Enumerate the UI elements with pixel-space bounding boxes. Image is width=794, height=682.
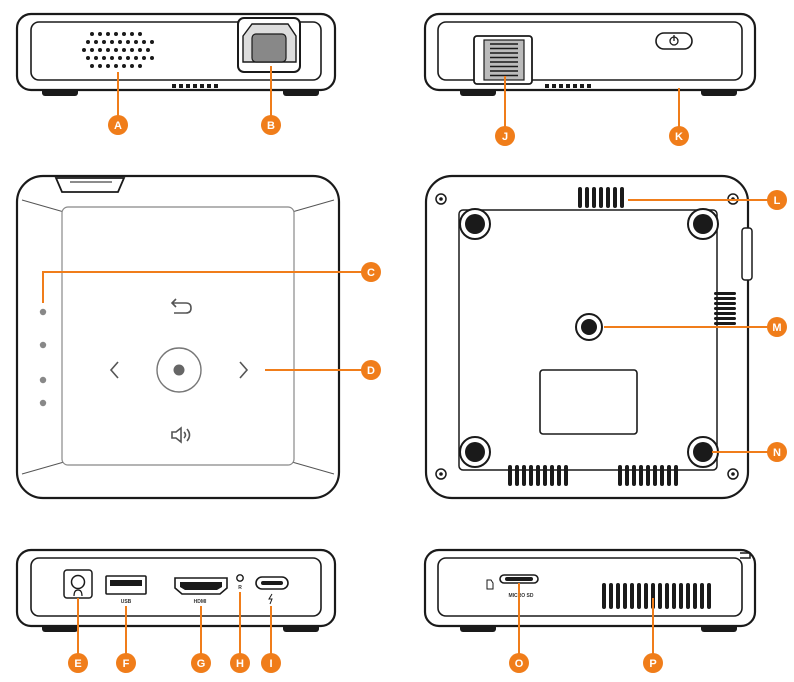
label-plate — [539, 369, 638, 435]
side-vent — [602, 583, 711, 609]
sd-side-view: MICRO SD — [423, 548, 757, 632]
back-icon[interactable] — [170, 298, 192, 314]
callout-g: G — [191, 653, 211, 673]
hdmi-port[interactable]: HDMI — [174, 577, 228, 605]
left-arrow-icon[interactable] — [109, 361, 119, 379]
reset-button[interactable]: R — [236, 574, 244, 591]
bottom-vent — [545, 84, 591, 88]
callout-b: B — [261, 115, 281, 135]
headphone-jack[interactable] — [63, 569, 93, 599]
power-button[interactable] — [655, 32, 693, 50]
bottom-view — [424, 174, 753, 500]
microsd-label: MICRO SD — [509, 593, 534, 599]
callout-c: C — [361, 262, 381, 282]
callout-n: N — [767, 442, 787, 462]
bottom-vent — [172, 84, 218, 88]
svg-text:F: F — [123, 658, 130, 670]
callout-p: P — [643, 653, 663, 673]
callout-i: I — [261, 653, 281, 673]
svg-text:H: H — [236, 658, 244, 670]
callout-m: M — [767, 317, 787, 337]
top-view — [15, 174, 341, 500]
usb-port[interactable]: USB — [105, 575, 147, 605]
tripod-mount — [575, 313, 603, 341]
hdmi-label: HDMI — [194, 599, 207, 605]
callout-l: L — [767, 190, 787, 210]
svg-text:O: O — [515, 658, 524, 670]
callout-j: J — [495, 126, 515, 146]
ok-dot-icon — [173, 364, 185, 376]
reset-label: R — [238, 585, 242, 591]
usb-c-port[interactable] — [255, 576, 289, 605]
svg-text:D: D — [367, 365, 375, 377]
sd-card-icon — [486, 579, 494, 590]
svg-text:C: C — [367, 267, 375, 279]
svg-text:L: L — [774, 195, 781, 207]
svg-text:M: M — [772, 322, 781, 334]
front-view — [15, 12, 337, 96]
usb-label: USB — [121, 599, 132, 605]
lens-housing — [237, 17, 301, 73]
callout-d: D — [361, 360, 381, 380]
callout-e: E — [68, 653, 88, 673]
callout-h: H — [230, 653, 250, 673]
callout-a: A — [108, 115, 128, 135]
svg-text:J: J — [502, 131, 508, 143]
svg-text:G: G — [197, 658, 206, 670]
back-view — [423, 12, 757, 96]
focus-wheel[interactable] — [473, 35, 533, 85]
callout-o: O — [509, 653, 529, 673]
callout-k: K — [669, 126, 689, 146]
svg-text:B: B — [267, 120, 275, 132]
callout-f: F — [116, 653, 136, 673]
microsd-slot[interactable]: MICRO SD — [486, 574, 539, 599]
touch-panel[interactable] — [109, 298, 249, 444]
volume-icon[interactable] — [171, 426, 191, 444]
speaker-grille — [82, 32, 154, 68]
right-arrow-icon[interactable] — [239, 361, 249, 379]
callouts: A B J K C D L M N E F G H — [42, 66, 787, 673]
svg-text:P: P — [649, 658, 656, 670]
svg-text:A: A — [114, 120, 122, 132]
indicator-leds — [39, 308, 47, 407]
headphone-icon — [73, 589, 83, 597]
svg-text:E: E — [74, 658, 81, 670]
lightning-icon — [268, 593, 273, 605]
ports-side-view: USB HDMI R — [15, 548, 337, 632]
svg-text:N: N — [773, 447, 781, 459]
svg-text:I: I — [269, 658, 272, 670]
svg-text:K: K — [675, 131, 683, 143]
